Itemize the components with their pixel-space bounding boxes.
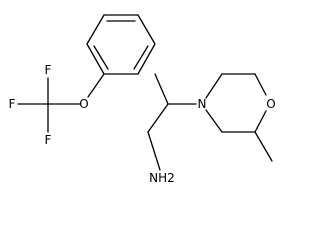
bond <box>137 14 156 45</box>
bond <box>86 14 105 45</box>
atom-label-oxygen: O <box>79 97 88 111</box>
atom-label-amine: NH2 <box>149 171 175 185</box>
atom-label-fluorine: F <box>45 133 52 147</box>
bond-ring-o <box>87 73 105 98</box>
bond <box>254 73 267 96</box>
bond <box>137 43 156 75</box>
atom-label-nitrogen: N <box>198 97 207 111</box>
bond-ch2-n <box>147 131 161 171</box>
bond-methyl <box>254 131 273 162</box>
bond-ch-ch2 <box>147 103 169 133</box>
bond <box>205 73 223 99</box>
bond <box>86 43 105 75</box>
atom-label-fluorine: F <box>9 97 16 111</box>
bond-ring-ch <box>154 73 169 105</box>
chemical-structure-drawing: O F F F N O NH2 <box>9 14 276 185</box>
benzene-ring <box>86 14 156 75</box>
morpholine-ring <box>205 73 273 162</box>
atom-label-fluorine: F <box>45 63 52 77</box>
bond <box>254 110 267 133</box>
atom-label-oxygen: O <box>266 97 275 111</box>
double-bond-inner <box>133 45 149 70</box>
bond <box>205 109 223 133</box>
double-bond-inner <box>93 45 109 70</box>
